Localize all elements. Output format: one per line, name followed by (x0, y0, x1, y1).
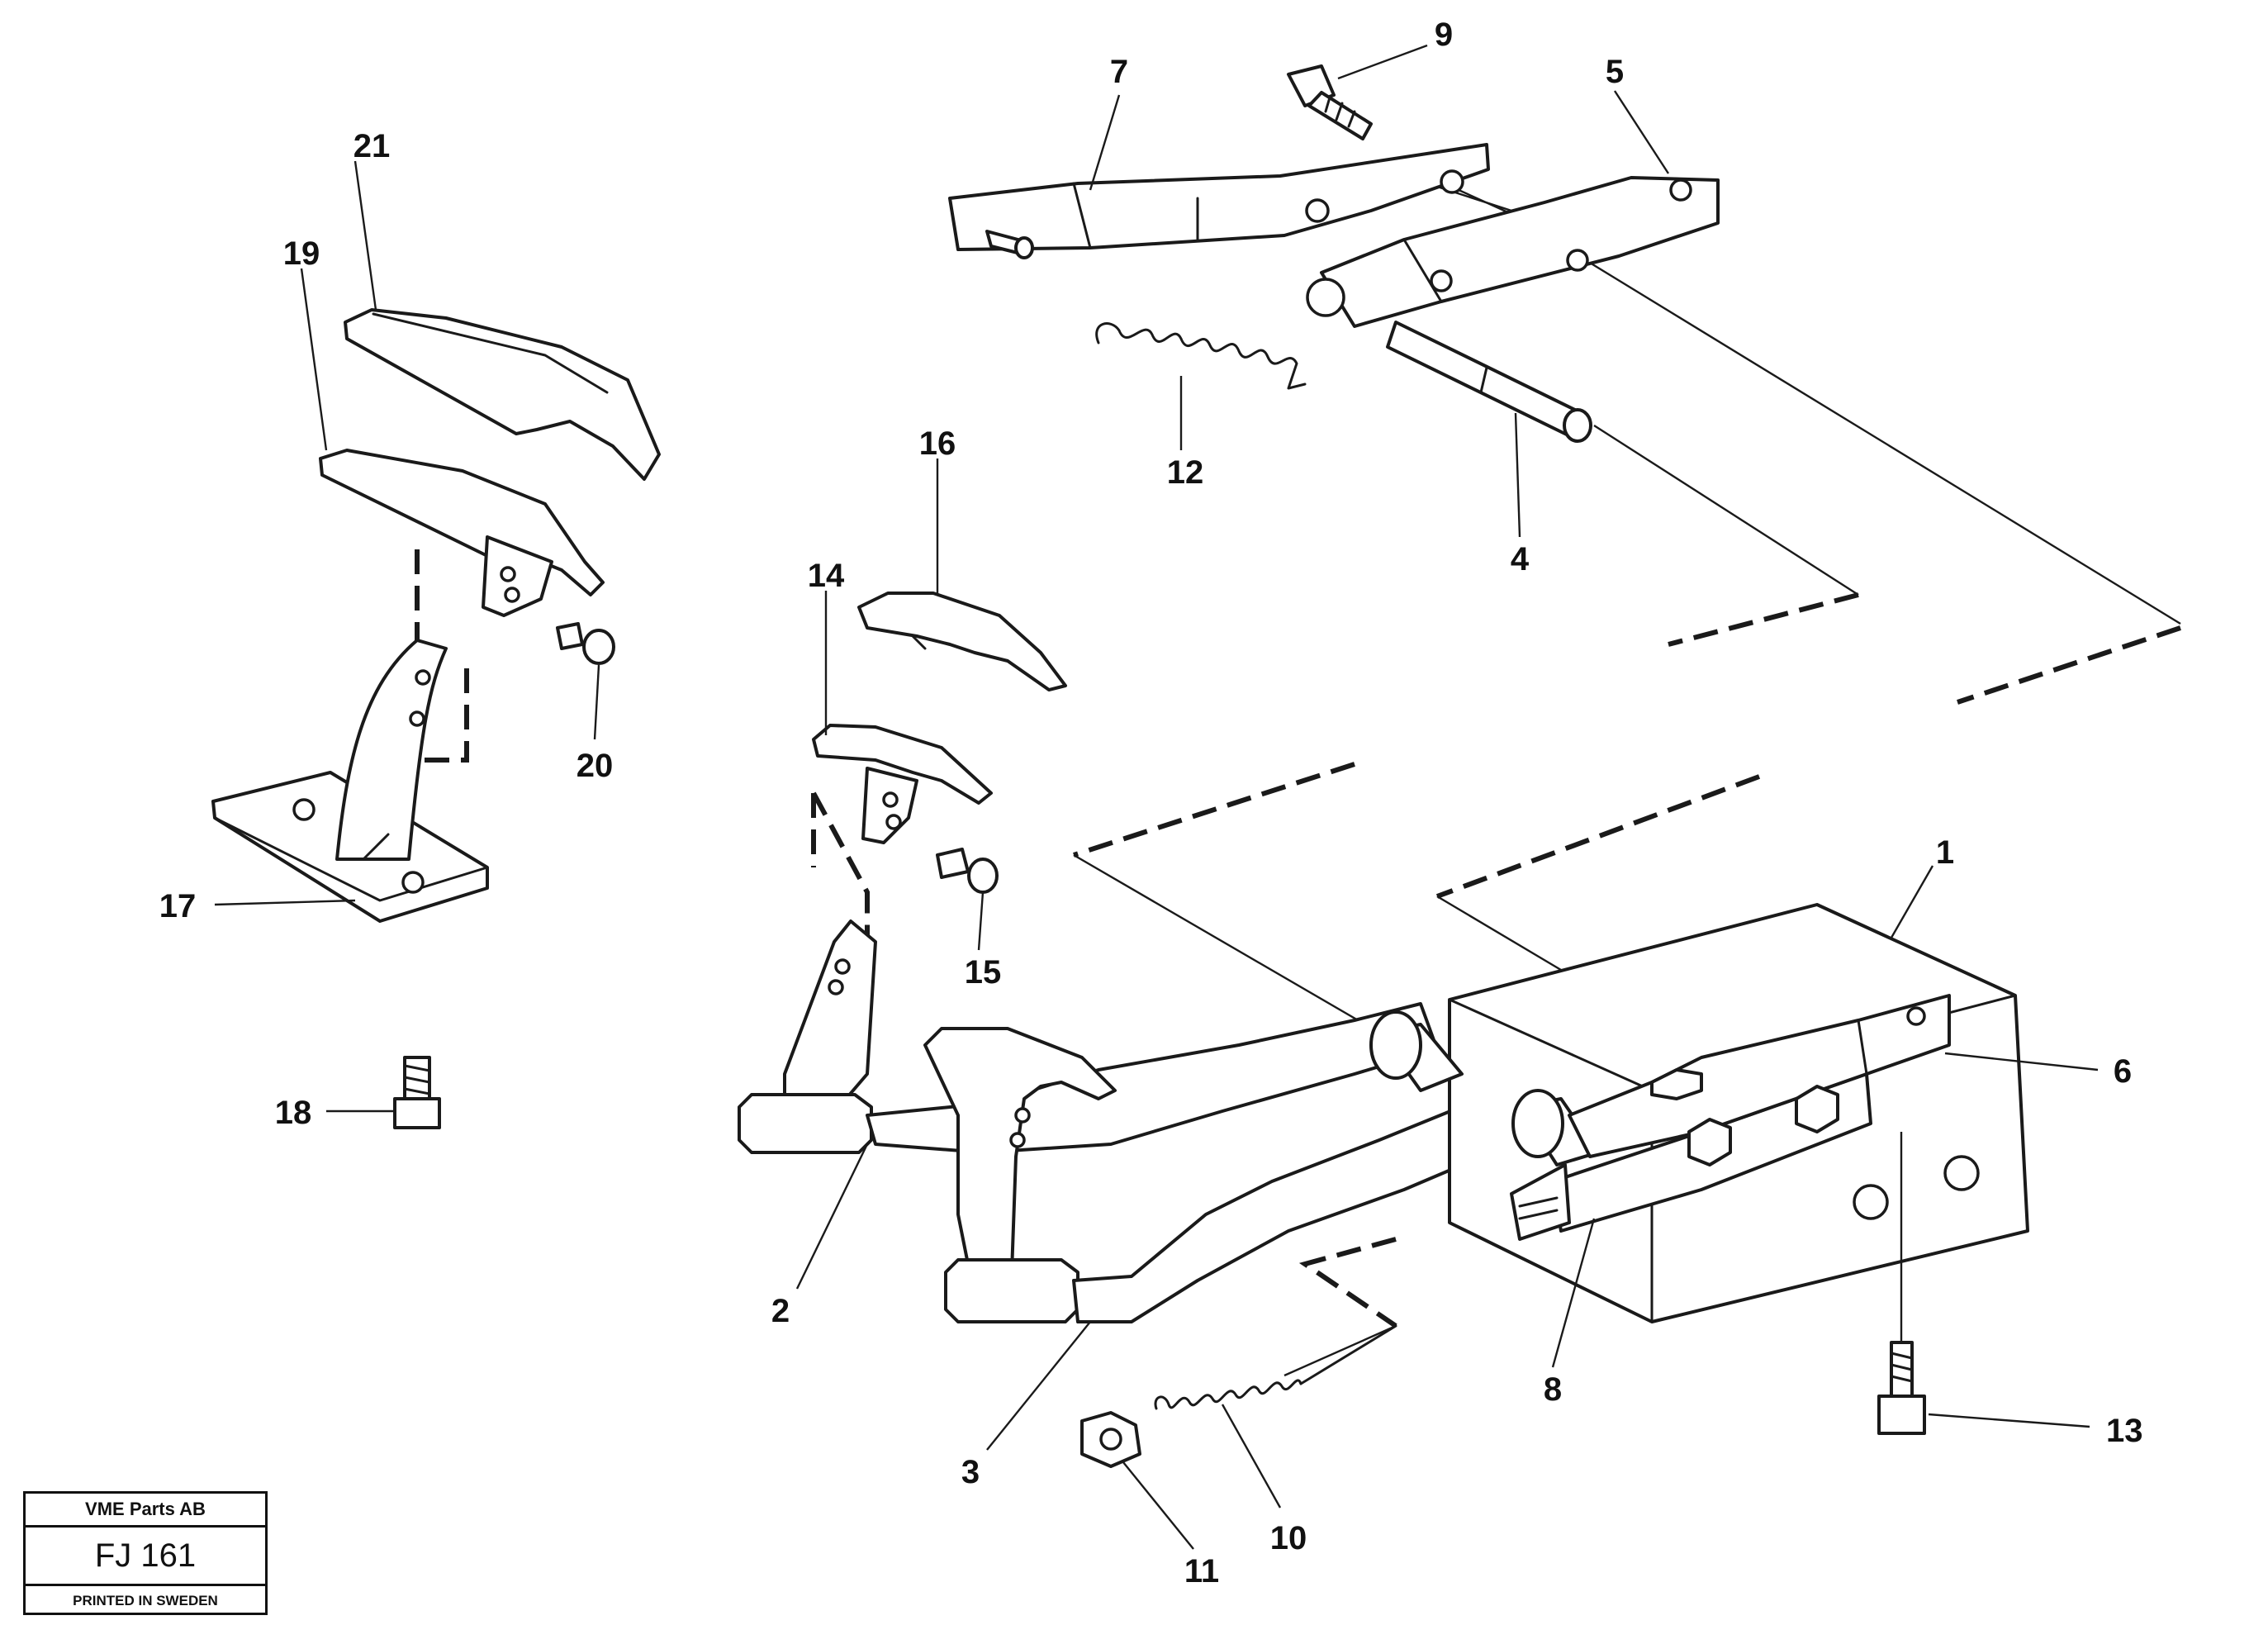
part-5-bracket (1306, 176, 1720, 328)
part-16-pedal-pad (857, 592, 1067, 691)
callout-12: 12 (1167, 454, 1204, 491)
part-6-bracket (1568, 994, 1951, 1166)
callout-2: 2 (771, 1293, 790, 1329)
title-block-company: VME Parts AB (26, 1494, 265, 1528)
callout-4: 4 (1511, 541, 1530, 577)
part-15-screw (936, 848, 999, 894)
part-21-pedal-pad (344, 308, 661, 481)
callout-13: 13 (2106, 1413, 2143, 1449)
part-11-nut (1080, 1411, 1141, 1468)
title-block: VME Parts AB FJ 161 PRINTED IN SWEDEN (23, 1491, 268, 1615)
callout-20: 20 (576, 748, 614, 784)
callout-10: 10 (1270, 1520, 1307, 1556)
part-18-bolt (393, 1056, 441, 1129)
callout-17: 17 (159, 888, 197, 924)
callout-15: 15 (965, 954, 1002, 991)
part-13-bolt (1877, 1132, 1926, 1435)
callout-7: 7 (1110, 54, 1128, 90)
callout-labels: 1 2 3 4 5 6 7 8 9 10 11 12 13 14 15 16 1… (159, 17, 2143, 1589)
part-3-pedal-lever (923, 1027, 1571, 1323)
assembly-lines (1073, 164, 2181, 1377)
part-7-lever (948, 143, 1490, 259)
part-20-screw (556, 622, 615, 665)
callout-11: 11 (1184, 1553, 1219, 1589)
pivot-rollers (1369, 1010, 1600, 1166)
part-9-bolt (1287, 64, 1373, 140)
part-14-pedal-plate (812, 724, 993, 844)
part-4-shaft (1386, 321, 1592, 443)
callout-3: 3 (961, 1454, 980, 1490)
part-10-spring (1154, 1324, 1397, 1410)
callout-8: 8 (1544, 1371, 1562, 1408)
part-2-pedal-lever (738, 919, 1439, 1154)
part-17-pedal-base (211, 639, 489, 923)
callout-6: 6 (2114, 1053, 2132, 1090)
callout-19: 19 (283, 235, 320, 272)
callout-5: 5 (1606, 54, 1624, 90)
callout-16: 16 (919, 425, 956, 462)
title-block-printed: PRINTED IN SWEDEN (73, 1593, 218, 1608)
part-19-pedal-plate (319, 449, 605, 617)
part-12-spring (1095, 322, 1307, 390)
callout-14: 14 (808, 558, 845, 594)
title-block-code: FJ 161 (26, 1528, 265, 1586)
callout-18: 18 (275, 1095, 312, 1131)
callout-21: 21 (353, 128, 391, 164)
callout-1: 1 (1936, 834, 1954, 871)
callout-9: 9 (1435, 17, 1453, 53)
callout-leaders (214, 44, 2099, 1550)
